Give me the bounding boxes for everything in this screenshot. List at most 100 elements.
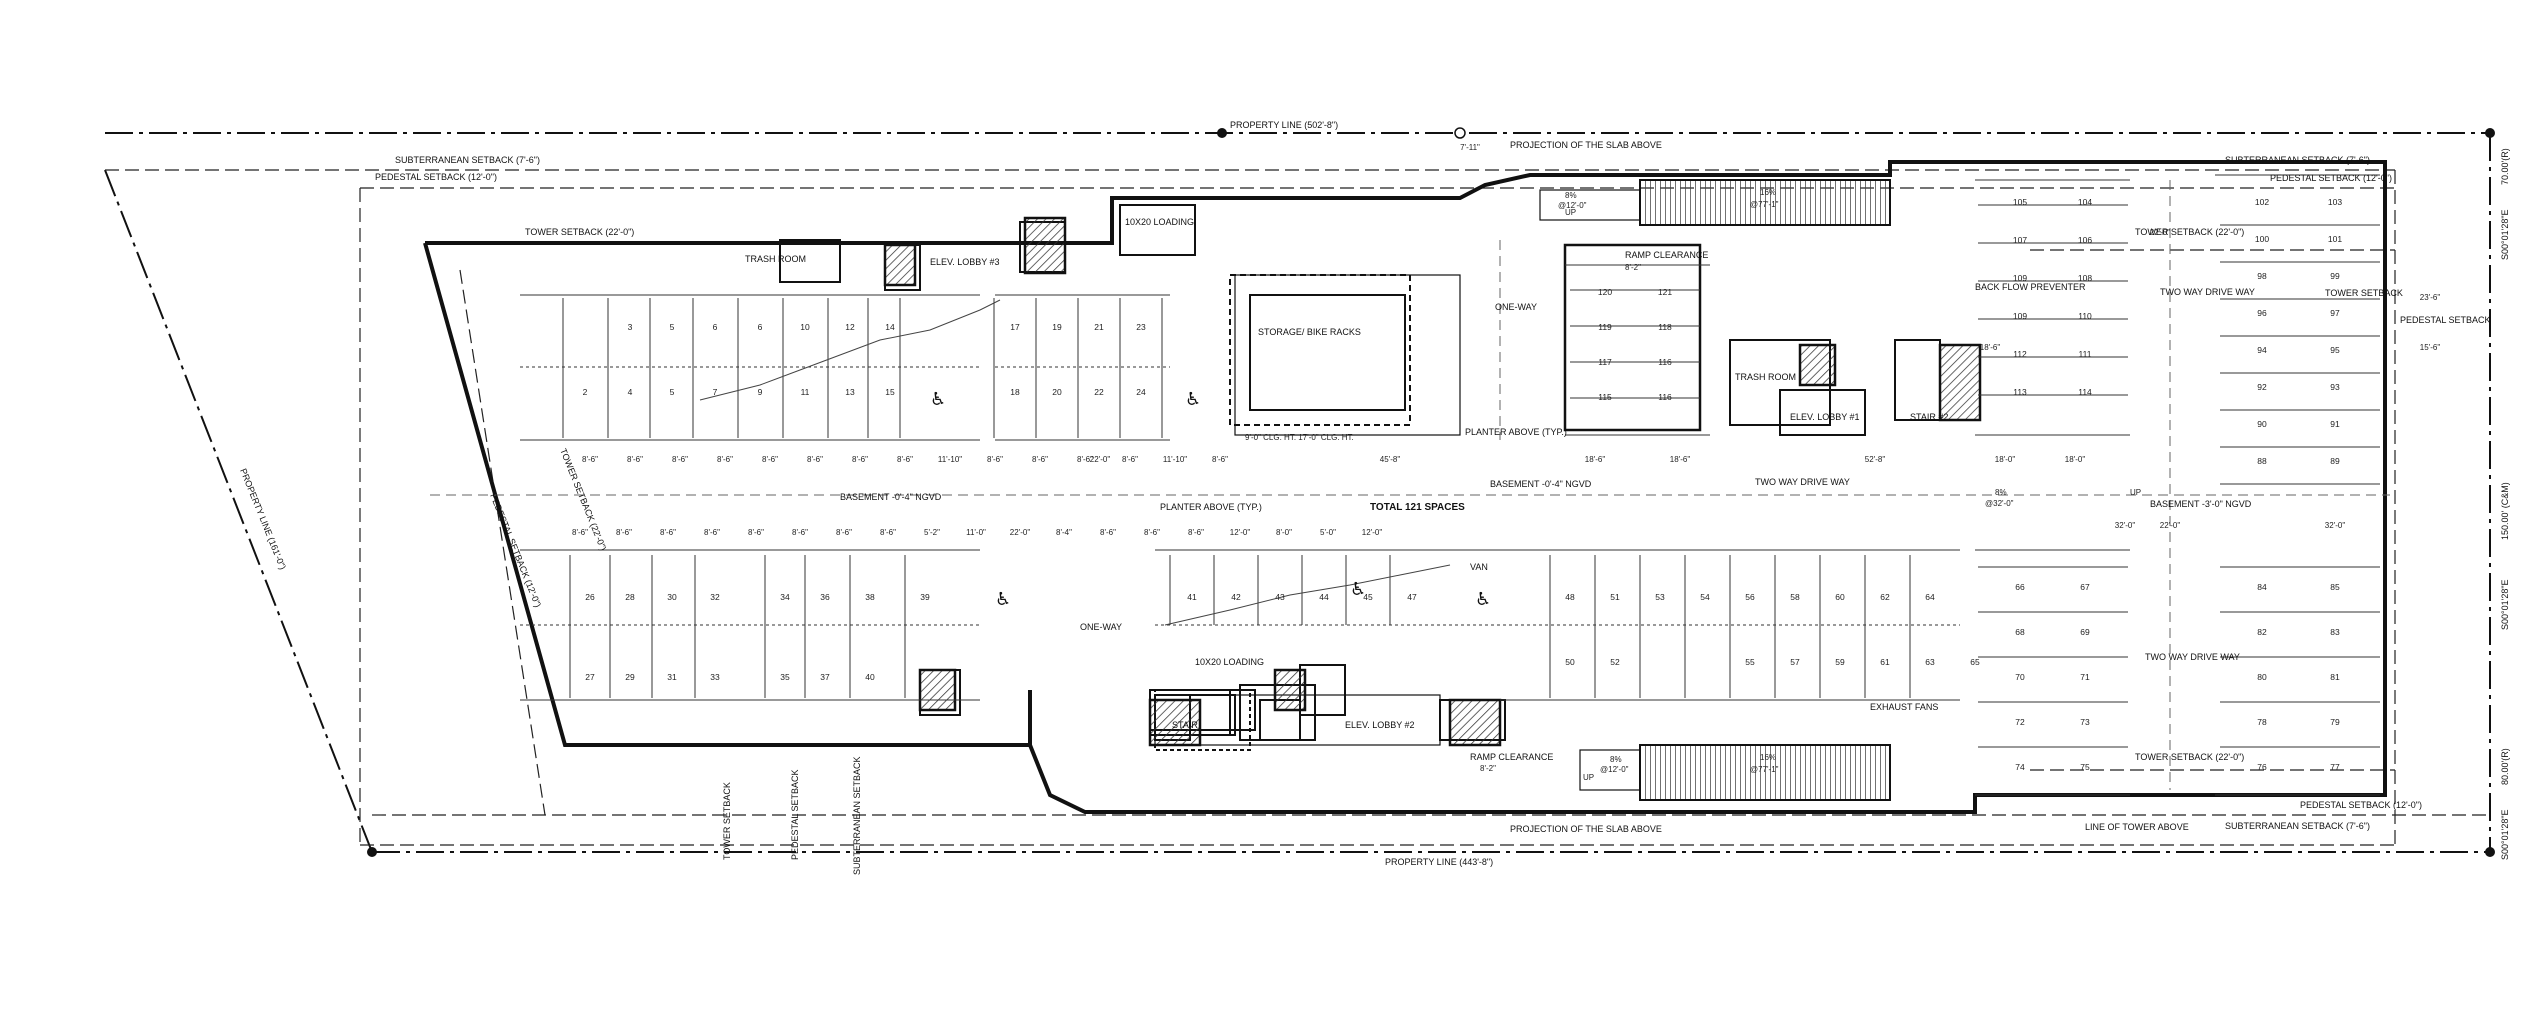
stall-number: 90: [2257, 419, 2267, 429]
trash-room-2: TRASH ROOM: [1735, 372, 1796, 382]
dimension-label: 8'-6": [572, 528, 588, 537]
stall-number: 70: [2015, 672, 2025, 682]
stall-number: 69: [2080, 627, 2090, 637]
dimension-label: 8'-4": [1056, 528, 1072, 537]
stall-number: 81: [2330, 672, 2340, 682]
stall-number: 55: [1745, 657, 1755, 667]
stall-number: 92: [2257, 382, 2267, 392]
stall-number: 11: [801, 387, 810, 397]
total-spaces: TOTAL 121 SPACES: [1370, 502, 1465, 513]
subterranean-setback-top: SUBTERRANEAN SETBACK (7'-6"): [395, 155, 540, 165]
ramp-clearance-top-dim: 8'-2": [1625, 263, 1641, 272]
one-way-top: ONE-WAY: [1495, 302, 1537, 312]
stall-number: 56: [1745, 592, 1755, 602]
stall-number: 35: [780, 672, 790, 682]
dimension-label: 11'-10": [1163, 455, 1187, 464]
dimension-label: 11'-0": [966, 528, 986, 537]
dimension-label: 8'-6": [1100, 528, 1116, 537]
tower-setback-left: TOWER SETBACK (22'-0"): [525, 227, 634, 237]
two-way-drive-3: TWO WAY DRIVE WAY: [2145, 652, 2240, 662]
subterranean-setback-bottom: SUBTERRANEAN SETBACK: [852, 756, 862, 875]
up-1: UP: [1565, 208, 1576, 217]
dimension-label: 5'-0": [1320, 528, 1336, 537]
basement-2: BASEMENT -0'-4" NGVD: [1490, 479, 1592, 489]
ramp-bottom-len: @77'-1": [1750, 765, 1779, 774]
dimension-label: 22'-0": [1010, 528, 1031, 537]
stall-number: 44: [1319, 592, 1329, 602]
subterranean-setback-bottom-right: SUBTERRANEAN SETBACK (7'-6"): [2225, 821, 2370, 831]
stall-number: 17: [1010, 322, 1020, 332]
accessible-icon: ♿: [995, 589, 1011, 610]
stall-number: 74: [2015, 762, 2025, 772]
stall-number: 21: [1094, 322, 1104, 332]
ramp-clearance-bottom-dim: 8'-2": [1480, 764, 1496, 773]
van-label: VAN: [1470, 562, 1488, 572]
dimension-label: 8'-6": [627, 455, 643, 464]
stall-number: 99: [2330, 271, 2340, 281]
parking-stalls: [520, 174, 2380, 796]
ramp-clearance-top: RAMP CLEARANCE: [1625, 250, 1708, 260]
stair-2: STAIR #2: [1910, 412, 1948, 422]
stall-number: 6: [713, 322, 718, 332]
room-labels: TRASH ROOM ELEV. LOBBY #3 10X20 LOADING …: [745, 140, 2255, 834]
stall-number: 65: [1970, 657, 1980, 667]
small-ramp-bottom: [1579, 749, 1641, 791]
up-2: UP: [1583, 773, 1594, 782]
planter-above-1: PLANTER ABOVE (TYP.): [1465, 427, 1567, 437]
stall-number: 68: [2015, 627, 2025, 637]
stall-number: 112: [2013, 349, 2027, 359]
stall-number: 31: [667, 672, 677, 682]
interior-walls: [779, 204, 1982, 751]
stall-number: 79: [2330, 717, 2340, 727]
property-line-left: PROPERTY LINE (161'-0"): [238, 467, 288, 571]
stall-number: 37: [820, 672, 830, 682]
stall-number: 20: [1052, 387, 1062, 397]
drive-aisles: [430, 180, 2390, 790]
projection-bottom: PROJECTION OF THE SLAB ABOVE: [1510, 824, 1662, 834]
stall-number: 98: [2257, 271, 2267, 281]
stall-number: 117: [1598, 357, 1612, 367]
stall-number: 10: [800, 322, 810, 332]
stall-number: 33: [710, 672, 720, 682]
elev-lobby-3: ELEV. LOBBY #3: [930, 257, 1000, 267]
mid-ramp-pct: 8%: [1995, 488, 2007, 497]
loading-bottom: 10X20 LOADING: [1195, 657, 1264, 667]
stall-number: 109: [2013, 273, 2027, 283]
stall-number: 34: [780, 592, 790, 602]
stall-number: 91: [2330, 419, 2340, 429]
elev-lobby-1: ELEV. LOBBY #1: [1790, 412, 1860, 422]
stall-number: 19: [1052, 322, 1062, 332]
dimension-label: 18'-6": [1670, 455, 1691, 464]
stall-number: 28: [625, 592, 635, 602]
dimension-label: 8'-6": [880, 528, 896, 537]
stall-number: 73: [2080, 717, 2090, 727]
stall-number: 75: [2080, 762, 2090, 772]
pedestal-setback-bottom: PEDESTAL SETBACK: [790, 769, 800, 860]
stall-number: 82: [2257, 627, 2267, 637]
dimension-label: 8'-6": [792, 528, 808, 537]
dimension-label: 12'-0": [1362, 528, 1383, 537]
stall-number: 5: [670, 387, 675, 397]
dimension-label: 8'-6": [1122, 455, 1138, 464]
stall-number: 47: [1407, 592, 1417, 602]
dimension-label: 22'-0": [1090, 455, 1111, 464]
dimension-label: 18'-6": [1585, 455, 1606, 464]
stall-number: 95: [2330, 345, 2340, 355]
dimension-label: 8'-6": [1032, 455, 1048, 464]
property-line-right-mid-bearing: S00°01'28"E: [2500, 579, 2510, 630]
stall-number: 103: [2328, 197, 2342, 207]
back-flow-preventer: BACK FLOW PREVENTER: [1975, 282, 2086, 292]
stall-number: 67: [2080, 582, 2090, 592]
dimension-label: 18'-6": [1980, 343, 2001, 352]
stall-number: 41: [1187, 592, 1197, 602]
dimension-label: 18'-0": [2065, 455, 2086, 464]
loading-top: 10X20 LOADING: [1125, 217, 1194, 227]
stall-number: 51: [1610, 592, 1620, 602]
stall-number: 2: [583, 387, 588, 397]
stall-dividers: [562, 204, 2380, 748]
storage-clg-height: 9'-0" CLG. HT. 17'-0" CLG. HT.: [1245, 433, 1354, 442]
stall-number: 22: [1094, 387, 1104, 397]
accessible-symbols: ♿ ♿ ♿ ♿ ♿: [930, 389, 1491, 610]
ramp-top-small-len: @12'-0": [1558, 201, 1587, 210]
